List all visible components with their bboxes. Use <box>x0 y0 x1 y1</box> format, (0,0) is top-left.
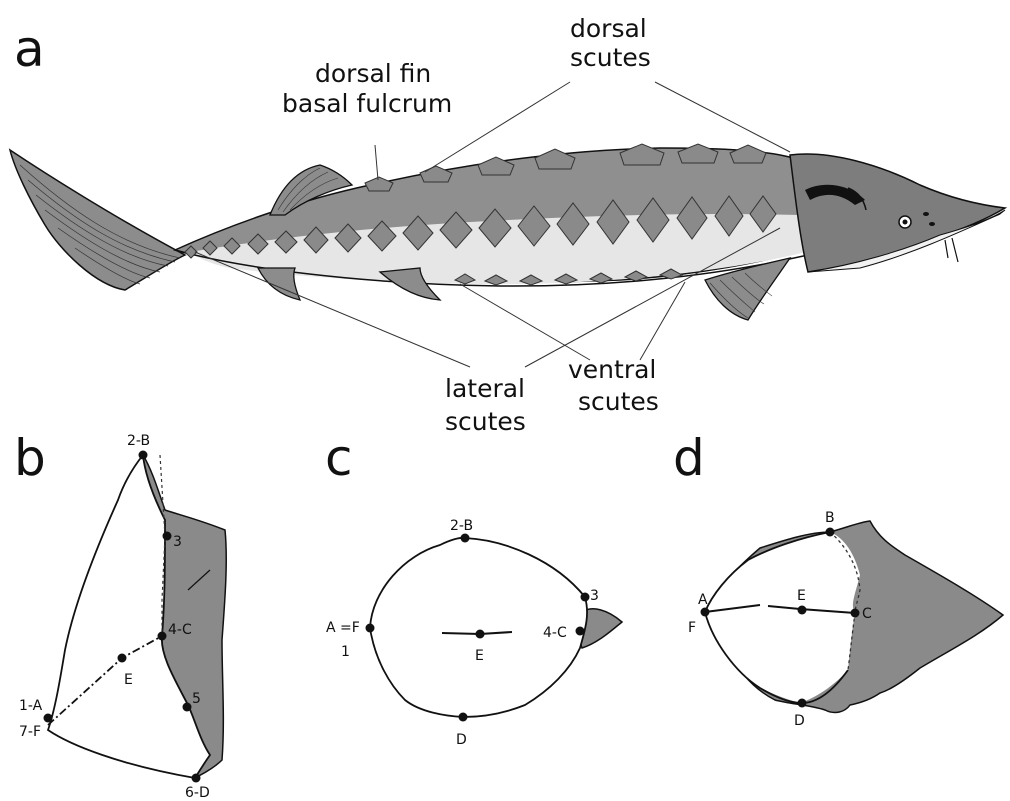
landmark-point <box>798 699 807 708</box>
panel-a: a <box>10 14 1005 436</box>
panel-b: b 2-B 3 4-C E 5 1-A 7-F 6-D <box>14 429 226 801</box>
dorsal-scute <box>365 177 393 191</box>
leader-line-fulcrum <box>375 145 378 180</box>
eye-pupil <box>903 220 908 225</box>
panel-letter-a: a <box>14 20 45 78</box>
label-lateral-scutes: lateral <box>445 374 525 403</box>
landmark-point <box>183 703 192 712</box>
landmark-point <box>798 606 807 615</box>
dorsal-scute <box>730 145 766 163</box>
label-lateral-scutes-2: scutes <box>445 407 526 436</box>
label-b-7F: 7-F <box>19 724 41 740</box>
leader-line-dorsal <box>655 82 790 152</box>
pelvic-fin <box>258 268 300 300</box>
label-c-AF: A =F <box>326 620 360 636</box>
dorsal-scute <box>535 149 575 169</box>
panel-d: d B A F E C D <box>673 429 1003 729</box>
landmark-point <box>118 654 127 663</box>
panel-letter-b: b <box>14 429 46 487</box>
label-d-F: F <box>688 620 696 636</box>
landmark-point <box>461 534 470 543</box>
label-d-E: E <box>797 588 806 604</box>
label-dorsal-scutes-2: scutes <box>570 43 651 72</box>
dorsal-scute <box>678 144 718 163</box>
landmark-point <box>826 528 835 537</box>
leader-line-ventral <box>640 282 685 360</box>
label-basal-fulcrum: basal fulcrum <box>282 89 452 118</box>
label-c-E: E <box>475 648 484 664</box>
label-c-2B: 2-B <box>450 518 473 534</box>
sturgeon-illustration <box>10 144 1005 320</box>
landmark-point <box>476 630 485 639</box>
label-ventral-scutes: ventral <box>568 355 656 384</box>
nostril <box>923 212 929 216</box>
label-c-3: 3 <box>590 588 599 604</box>
leader-line-ventral <box>460 284 590 360</box>
label-b-6D: 6-D <box>185 785 210 801</box>
label-d-A: A <box>698 592 708 608</box>
label-b-5: 5 <box>192 691 201 707</box>
label-b-E: E <box>124 672 133 688</box>
label-d-D: D <box>794 713 805 729</box>
label-d-C: C <box>862 606 872 622</box>
panel-letter-c: c <box>325 429 353 487</box>
barbels <box>945 238 958 262</box>
label-d-B: B <box>825 510 835 526</box>
dorsal-scute <box>420 166 452 182</box>
landmark-point <box>851 609 860 618</box>
landmark-point <box>192 774 201 783</box>
landmark-point <box>459 713 468 722</box>
label-c-4C: 4-C <box>543 625 567 641</box>
label-b-4C: 4-C <box>168 622 192 638</box>
label-b-1A: 1-A <box>19 698 43 714</box>
label-b-2B: 2-B <box>127 433 150 449</box>
landmark-point <box>576 627 585 636</box>
label-ventral-scutes-2: scutes <box>578 387 659 416</box>
landmark-point <box>581 593 590 602</box>
label-dorsal-scutes: dorsal <box>570 14 647 43</box>
panel-c: c 2-B 3 A =F 1 4-C E D <box>325 429 622 748</box>
landmark-point <box>139 451 148 460</box>
label-dorsal-fin: dorsal fin <box>315 59 431 88</box>
dorsal-scute <box>620 144 664 165</box>
label-c-1: 1 <box>341 644 350 660</box>
scute-d-white <box>705 532 860 703</box>
label-c-D: D <box>456 732 467 748</box>
landmark-point <box>44 714 53 723</box>
panel-letter-d: d <box>673 429 705 487</box>
nostril <box>929 222 935 226</box>
landmark-point <box>701 608 710 617</box>
label-b-3: 3 <box>173 534 182 550</box>
landmark-point <box>158 632 167 641</box>
caudal-fin <box>10 150 185 290</box>
landmark-point <box>366 624 375 633</box>
landmark-point <box>163 532 172 541</box>
